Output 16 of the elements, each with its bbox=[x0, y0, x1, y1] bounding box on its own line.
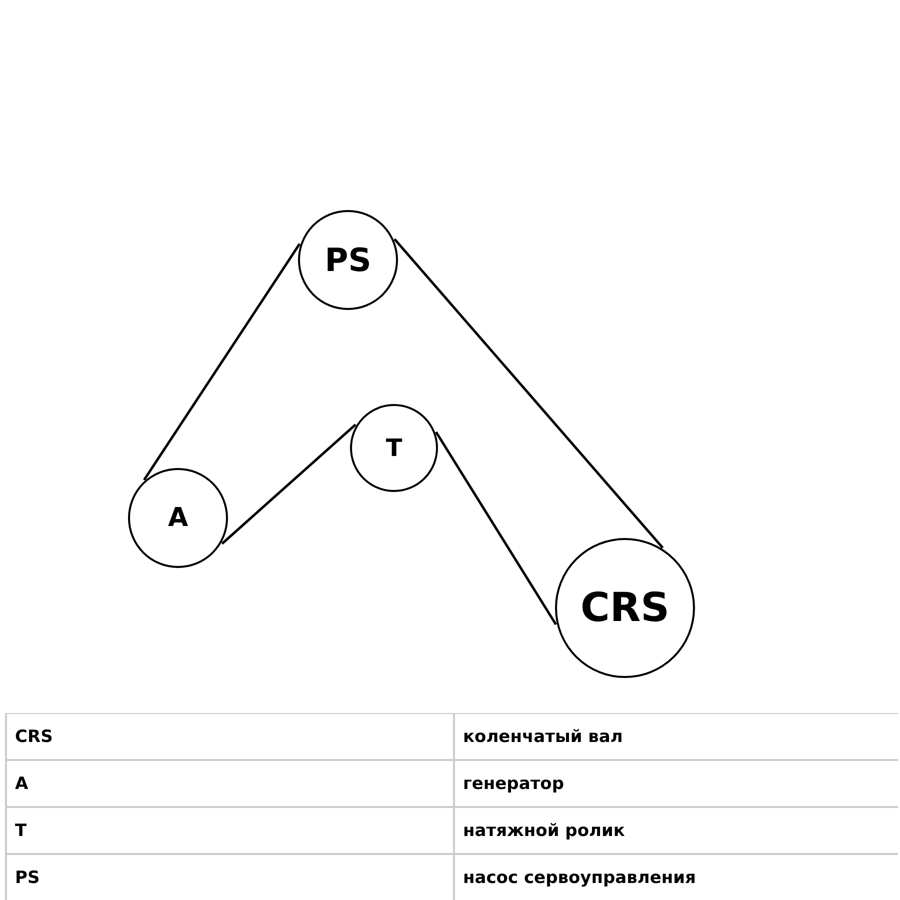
description: коленчатый вал bbox=[463, 726, 623, 746]
belt-line bbox=[434, 431, 557, 626]
pulley-label: PS bbox=[324, 241, 372, 279]
abbreviation: T bbox=[15, 820, 27, 840]
pulley-label: A bbox=[168, 503, 188, 533]
description: натяжной ролик bbox=[463, 820, 625, 840]
abbreviation: A bbox=[15, 774, 28, 794]
belt-line bbox=[143, 243, 301, 481]
description: генератор bbox=[463, 774, 564, 794]
abbreviation: CRS bbox=[15, 726, 53, 746]
description: насос сервоуправления bbox=[463, 868, 696, 888]
pulley-label: T bbox=[386, 434, 402, 462]
pulley-label: CRS bbox=[580, 585, 670, 631]
belt-line bbox=[221, 424, 356, 545]
belt-line bbox=[394, 238, 664, 549]
abbreviation: PS bbox=[15, 868, 40, 888]
